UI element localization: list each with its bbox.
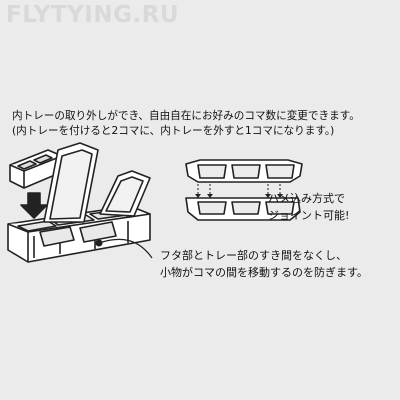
box-lid-left (43, 142, 99, 223)
intro-line-2: (内トレーを付けると2コマに、内トレーを外すと1コマになります。) (12, 125, 335, 137)
box-compartments (39, 221, 117, 247)
intro-description: 内トレーの取り外しができ、自由自在にお好みのコマ数に変更できます。 (内トレーを… (12, 109, 392, 139)
joint-box-top (185, 159, 303, 183)
watermark-text: FLYTYING.RU (6, 2, 180, 28)
gap-note: フタ部とトレー部のすき間をなくし、 小物がコマの間を移動するのを防ぎます。 (160, 247, 368, 281)
joint-note-line-1: ハメ込み方式で (268, 192, 345, 205)
joint-note-line-2: ジョイント可能! (268, 209, 350, 222)
intro-line-1: 内トレーの取り外しができ、自由自在にお好みのコマ数に変更できます。 (12, 110, 360, 122)
joint-box-bottom (185, 197, 301, 221)
joint-note: ハメ込み方式で ジョイント可能! (268, 190, 349, 224)
removable-inner-tray (9, 149, 63, 189)
insert-arrow (20, 192, 48, 219)
joint-arrowheads (195, 194, 283, 198)
gap-note-line-1: フタ部とトレー部のすき間をなくし、 (160, 249, 347, 262)
box-lid-right (99, 170, 151, 217)
callout-line (98, 238, 153, 259)
gap-note-line-2: 小物がコマの間を移動するのを防ぎます。 (160, 266, 368, 279)
